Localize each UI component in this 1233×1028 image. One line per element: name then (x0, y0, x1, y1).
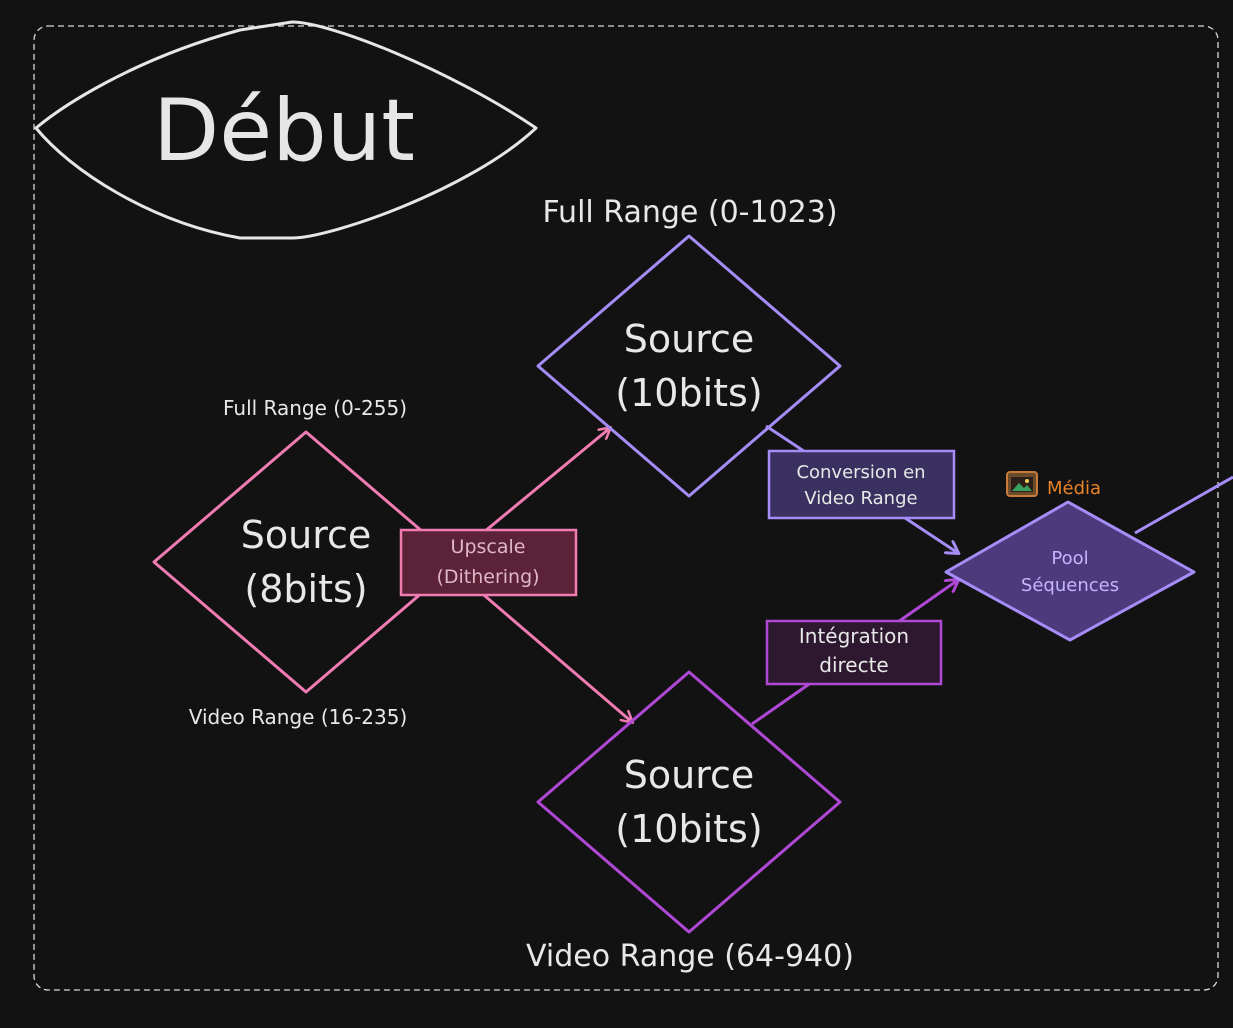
edge-pool-out (1134, 475, 1233, 535)
source-10bit-full-line2: (10bits) (615, 371, 762, 415)
source-10bit-video-line1: Source (624, 753, 755, 797)
start-node[interactable]: Début (34, 20, 538, 240)
pool-line2: Séquences (1021, 575, 1119, 596)
full-range-10-label: Full Range (0-1023) (542, 195, 837, 230)
source-10bit-full-line1: Source (624, 317, 755, 361)
full-range-8-label: Full Range (0-255) (223, 396, 407, 420)
media-label: Média (1047, 478, 1101, 499)
source-10bit-full-node[interactable]: Source (10bits) (536, 234, 842, 498)
pool-node[interactable]: Pool Séquences (944, 500, 1196, 642)
source-8bit-line2: (8bits) (244, 567, 367, 611)
integration-label-box[interactable]: Intégration directe (765, 619, 943, 686)
start-label: Début (153, 81, 415, 181)
conversion-line1: Conversion en (796, 462, 925, 483)
source-10bit-video-line2: (10bits) (615, 807, 762, 851)
source-8bit-line1: Source (241, 513, 372, 557)
integration-line1: Intégration (799, 624, 909, 648)
upscale-line1: Upscale (451, 536, 526, 558)
conversion-line2: Video Range (804, 488, 917, 509)
integration-line2: directe (819, 653, 888, 677)
media-badge[interactable]: Média (1006, 471, 1101, 499)
video-range-10-label: Video Range (64-940) (526, 939, 854, 974)
pool-line1: Pool (1051, 548, 1088, 569)
upscale-label-box[interactable]: Upscale (Dithering) (399, 528, 578, 597)
image-icon (1006, 471, 1038, 497)
conversion-label-box[interactable]: Conversion en Video Range (767, 449, 956, 520)
source-8bit-node[interactable]: Source (8bits) (152, 430, 460, 694)
edge-8bit-to-video (477, 588, 632, 722)
upscale-line2: (Dithering) (436, 566, 539, 588)
source-10bit-video-node[interactable]: Source (10bits) (536, 670, 842, 934)
frame (33, 25, 1219, 991)
video-range-8-label: Video Range (16-235) (189, 705, 408, 729)
